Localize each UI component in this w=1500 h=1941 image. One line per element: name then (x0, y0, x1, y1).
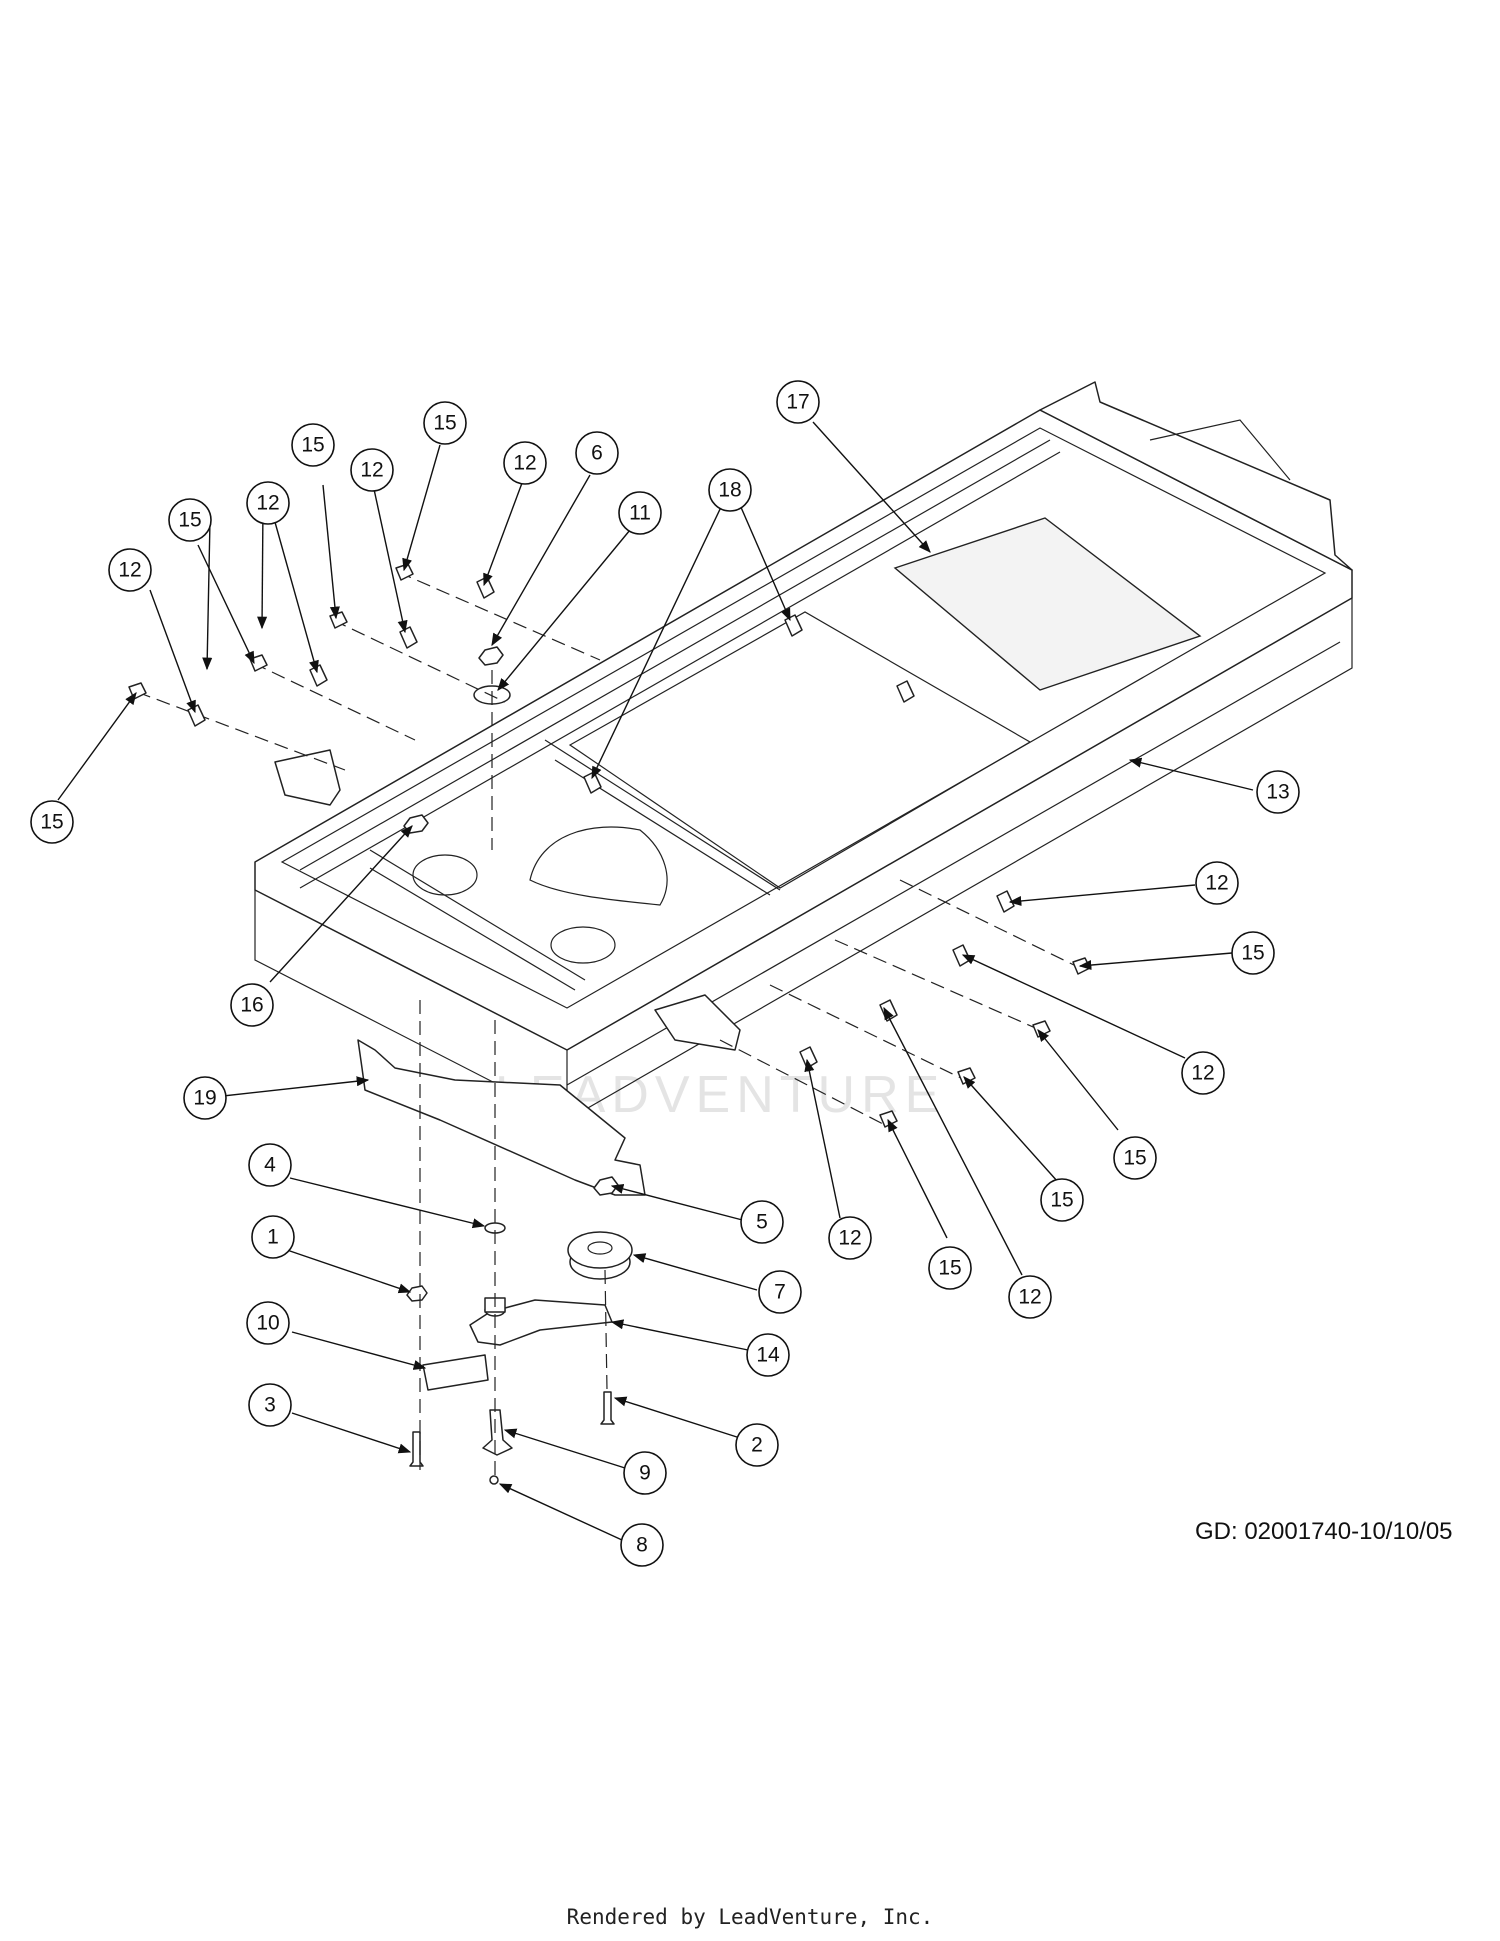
svg-text:9: 9 (639, 1462, 651, 1485)
svg-text:15: 15 (1050, 1189, 1073, 1212)
svg-text:12: 12 (513, 452, 536, 475)
callout-12: 12 (108, 548, 152, 592)
callout-6: 6 (575, 431, 619, 475)
screw-8 (489, 1475, 499, 1485)
svg-text:6: 6 (591, 442, 603, 465)
svg-text:10: 10 (256, 1312, 279, 1335)
svg-text:12: 12 (1205, 872, 1228, 895)
callout-3: 3 (248, 1383, 292, 1427)
svg-text:18: 18 (718, 479, 741, 502)
svg-text:4: 4 (264, 1154, 276, 1177)
svg-text:15: 15 (1123, 1147, 1146, 1170)
assembly-lines (136, 571, 1081, 1475)
svg-text:12: 12 (1018, 1286, 1041, 1309)
diagram-code: GD: 02001740-10/10/05 (1195, 1518, 1453, 1545)
seat-frame (254, 381, 1353, 1121)
callout-5: 5 (740, 1200, 784, 1244)
bolt-2 (600, 1391, 615, 1425)
callout-18: 18 (708, 468, 752, 512)
svg-text:11: 11 (629, 502, 651, 525)
callout-14: 14 (746, 1333, 790, 1377)
svg-text:7: 7 (774, 1281, 786, 1304)
callout-12: 12 (1181, 1051, 1225, 1095)
callout-9: 9 (623, 1451, 667, 1495)
callout-11: 11 (618, 491, 662, 535)
callout-4: 4 (248, 1143, 292, 1187)
callout-15: 15 (30, 800, 74, 844)
svg-text:15: 15 (40, 811, 63, 834)
callout-1: 1 (251, 1215, 295, 1259)
callout-12: 12 (350, 448, 394, 492)
svg-text:12: 12 (838, 1227, 861, 1250)
svg-text:14: 14 (756, 1344, 780, 1367)
callout-7: 7 (758, 1270, 802, 1314)
svg-text:1: 1 (267, 1226, 279, 1249)
svg-text:17: 17 (786, 391, 809, 414)
callout-12: 12 (1008, 1275, 1052, 1319)
svg-text:12: 12 (256, 492, 279, 515)
callout-15: 15 (168, 498, 212, 542)
svg-text:13: 13 (1266, 781, 1289, 804)
callout-12: 12 (246, 481, 290, 525)
callout-2: 2 (735, 1423, 779, 1467)
leader-lines (57, 421, 1254, 1541)
callout-15: 15 (423, 401, 467, 445)
svg-text:8: 8 (636, 1534, 648, 1557)
svg-text:15: 15 (433, 412, 456, 435)
svg-text:5: 5 (756, 1211, 768, 1234)
callout-16: 16 (230, 983, 274, 1027)
callout-8: 8 (620, 1523, 664, 1567)
svg-text:3: 3 (264, 1394, 276, 1417)
svg-text:12: 12 (118, 559, 141, 582)
idler-pulley (567, 1231, 633, 1280)
spring (422, 1354, 489, 1391)
callout-15: 15 (1040, 1178, 1084, 1222)
callout-12: 12 (828, 1216, 872, 1260)
svg-text:12: 12 (1191, 1062, 1214, 1085)
callout-15: 15 (1231, 931, 1275, 975)
svg-text:15: 15 (1241, 942, 1264, 965)
shoulder-bolt (482, 1409, 513, 1456)
nut-1 (406, 1285, 428, 1302)
nut-6 (478, 646, 504, 666)
bolt-3 (409, 1431, 424, 1467)
svg-text:15: 15 (301, 434, 324, 457)
svg-text:15: 15 (938, 1257, 961, 1280)
callout-12: 12 (503, 441, 547, 485)
callout-15: 15 (928, 1246, 972, 1290)
credit-text: Rendered by LeadVenture, Inc. (566, 1905, 934, 1929)
callouts: 15 15 12 12 6 11 18 17 15 12 12 15 13 16… (30, 380, 1300, 1567)
callout-10: 10 (246, 1301, 290, 1345)
svg-text:12: 12 (360, 459, 383, 482)
callout-19: 19 (183, 1076, 227, 1120)
callout-12: 12 (1195, 861, 1239, 905)
callout-17: 17 (776, 380, 820, 424)
svg-text:15: 15 (178, 509, 201, 532)
bracket (357, 1039, 646, 1196)
svg-text:2: 2 (751, 1434, 763, 1457)
svg-text:19: 19 (193, 1087, 216, 1110)
callout-15: 15 (291, 423, 335, 467)
callout-15: 15 (1113, 1136, 1157, 1180)
callout-13: 13 (1256, 770, 1300, 814)
svg-text:16: 16 (240, 994, 263, 1017)
